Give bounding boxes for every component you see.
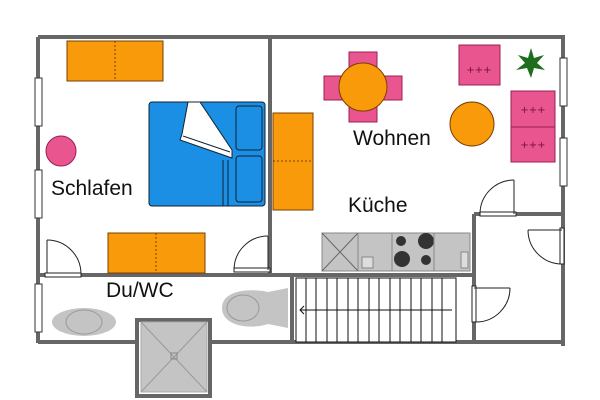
plant xyxy=(516,48,545,78)
room-label-kueche: Küche xyxy=(348,194,408,217)
double-bed xyxy=(148,101,266,207)
windows xyxy=(34,57,568,333)
staircase xyxy=(295,277,457,343)
bedroom-cabinet-top xyxy=(66,40,164,82)
coffee-table xyxy=(449,101,495,147)
doors xyxy=(44,179,565,323)
toilet xyxy=(222,288,288,328)
room-label-schlafen: Schlafen xyxy=(51,177,133,200)
dining-table-with-chairs xyxy=(323,51,403,123)
sofa: +++ +++ xyxy=(510,90,556,163)
living-sideboard xyxy=(272,112,314,211)
armchair: +++ xyxy=(458,44,501,86)
washbasin xyxy=(52,308,116,336)
bedroom-cabinet-bottom xyxy=(107,232,206,274)
svg-text:+++: +++ xyxy=(466,65,491,76)
room-label-wohnen: Wohnen xyxy=(353,127,431,150)
bedroom-stool xyxy=(45,135,77,167)
svg-text:+++: +++ xyxy=(520,140,545,151)
room-label-duwc: Du/WC xyxy=(106,279,174,302)
shower-niche xyxy=(135,318,212,398)
kitchen-counter xyxy=(321,232,471,272)
svg-text:+++: +++ xyxy=(520,105,545,116)
